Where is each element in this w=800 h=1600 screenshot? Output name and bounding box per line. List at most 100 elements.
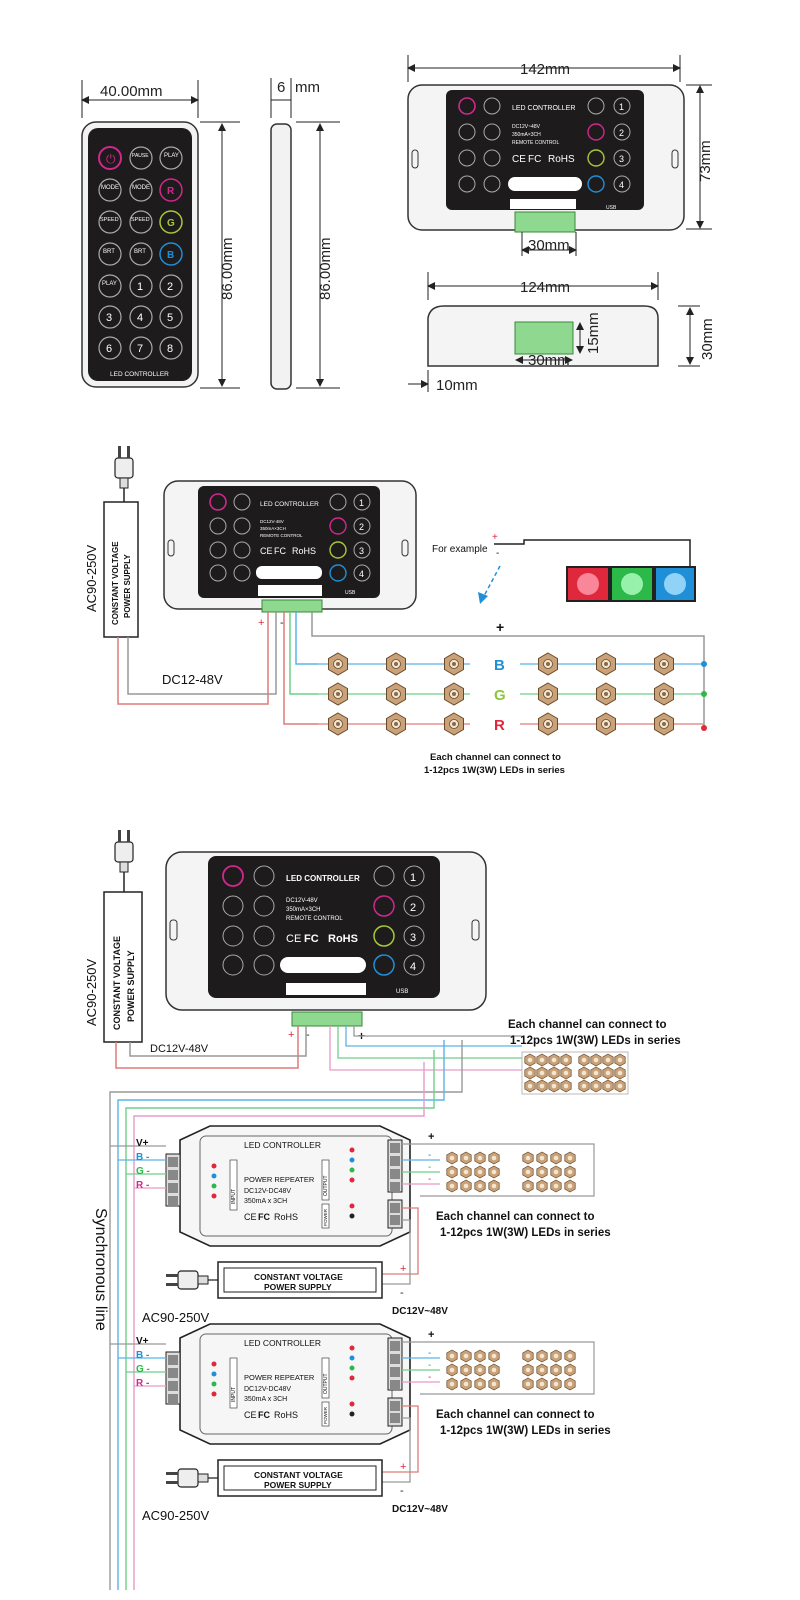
led-cluster-rep1 [446, 1151, 576, 1193]
svg-text:B -: B - [136, 1350, 149, 1361]
svg-text:30mm: 30mm [699, 318, 716, 360]
svg-text:+: + [496, 619, 504, 635]
svg-text:INPUT: INPUT [231, 1189, 237, 1204]
svg-text:G -: G - [136, 1364, 150, 1375]
svg-text:FC: FC [528, 154, 541, 165]
svg-text:+: + [428, 1329, 434, 1341]
svg-text:8: 8 [167, 343, 173, 355]
svg-text:V+: V+ [136, 1336, 149, 1347]
svg-text:LED CONTROLLER: LED CONTROLLER [286, 874, 360, 883]
svg-text:R -: R - [136, 1378, 149, 1389]
svg-text:POWER REPEATER: POWER REPEATER [244, 1373, 315, 1382]
wiring-example-1: CONSTANT VOLTAGE POWER SUPPLY AC90-250V … [84, 445, 707, 776]
svg-text:2: 2 [410, 902, 416, 914]
svg-text:3: 3 [410, 932, 416, 944]
svg-text:1-12pcs 1W(3W) LEDs in series: 1-12pcs 1W(3W) LEDs in series [440, 1227, 611, 1239]
svg-text:1: 1 [410, 872, 416, 884]
controller-top-view: 142mm LED CONTROLLER 1 DC12V~48V 350mA×3… [407, 55, 714, 256]
svg-text:RoHS: RoHS [292, 546, 316, 556]
svg-text:-: - [428, 1372, 431, 1383]
svg-text:POWER SUPPLY: POWER SUPPLY [123, 554, 132, 618]
svg-text:350mA×3CH: 350mA×3CH [286, 907, 321, 913]
remote-buttons: ⏻ PAUSE PLAY MODE MODE R SPEED SPEED G B… [98, 146, 183, 360]
svg-text:FC: FC [258, 1410, 270, 1420]
svg-text:POWER SUPPLY: POWER SUPPLY [264, 1480, 332, 1490]
svg-text:4: 4 [137, 312, 143, 324]
svg-text:USB: USB [396, 989, 408, 995]
svg-text:POWER: POWER [323, 1406, 328, 1424]
svg-text:CE: CE [244, 1212, 257, 1222]
svg-text:FC: FC [304, 933, 319, 945]
remote-pause: PAUSE [132, 153, 149, 159]
svg-text:1-12pcs 1W(3W) LEDs in series: 1-12pcs 1W(3W) LEDs in series [510, 1035, 681, 1047]
svg-text:-: - [428, 1174, 431, 1185]
svg-text:CE: CE [286, 933, 301, 945]
svg-text:POWER: POWER [323, 1208, 328, 1226]
svg-text:DC12V-48V: DC12V-48V [260, 519, 284, 524]
svg-text:4: 4 [619, 180, 624, 190]
svg-text:6: 6 [106, 343, 112, 355]
thickness-value: 6 [277, 79, 285, 96]
svg-text:INPUT: INPUT [231, 1387, 237, 1402]
remote-r: R [167, 186, 175, 197]
remote-brt-plus: BRT [103, 249, 115, 255]
svg-text:-: - [400, 1287, 404, 1299]
ctl1-title: LED CONTROLLER [512, 105, 575, 112]
remote-brt-minus: BRT [134, 249, 146, 255]
svg-text:POWER SUPPLY: POWER SUPPLY [264, 1282, 332, 1292]
controller-side-view: 124mm 15mm 30mm 30mm 10mm [408, 272, 716, 394]
svg-text:CONSTANT VOLTAGE: CONSTANT VOLTAGE [254, 1470, 343, 1480]
remote-b: B [167, 250, 174, 261]
svg-text:POWER REPEATER: POWER REPEATER [244, 1175, 315, 1184]
svg-text:CONSTANT VOLTAGE: CONSTANT VOLTAGE [254, 1272, 343, 1282]
svg-text:RoHS: RoHS [274, 1212, 298, 1222]
remote-speed-plus: SPEED [100, 217, 119, 223]
controller-height-label: 73mm [697, 140, 714, 182]
svg-text:Each channel can connect to: Each channel can connect to [436, 1409, 594, 1421]
svg-text:15mm: 15mm [585, 312, 602, 354]
svg-text:USB: USB [606, 205, 617, 211]
svg-text:-: - [280, 617, 284, 629]
svg-text:2: 2 [167, 281, 173, 293]
svg-text:3: 3 [106, 312, 112, 324]
svg-text:CE: CE [260, 546, 273, 556]
remote-height-label: 86.00mm [219, 237, 236, 300]
svg-text:+: + [492, 532, 498, 543]
remote-width-label: 40.00mm [100, 83, 163, 100]
repeater1-dc: DC12V~48V [392, 1306, 448, 1317]
svg-text:350mA x 3CH: 350mA x 3CH [244, 1198, 287, 1205]
svg-text:LED CONTROLLER: LED CONTROLLER [244, 1140, 321, 1150]
svg-text:4: 4 [359, 569, 364, 579]
dc-label-1: DC12-48V [162, 672, 223, 687]
svg-text:2: 2 [359, 522, 364, 532]
svg-text:RoHS: RoHS [274, 1410, 298, 1420]
svg-text:-: - [428, 1162, 431, 1173]
svg-text:-: - [428, 1360, 431, 1371]
svg-text:FC: FC [274, 546, 286, 556]
terminal-width-label: 30mm [528, 237, 570, 254]
svg-text:DC12V~48V: DC12V~48V [512, 124, 541, 130]
svg-text:1: 1 [137, 281, 143, 293]
svg-text:5: 5 [167, 312, 173, 324]
svg-text:350mA x 3CH: 350mA x 3CH [244, 1396, 287, 1403]
svg-text:CONSTANT VOLTAGE: CONSTANT VOLTAGE [112, 936, 122, 1030]
svg-text:DC12V-48V: DC12V-48V [286, 898, 318, 904]
led-row-b: B [318, 652, 704, 676]
svg-text:1-12pcs 1W(3W) LEDs in series: 1-12pcs 1W(3W) LEDs in series [440, 1425, 611, 1437]
svg-text:FC: FC [258, 1212, 270, 1222]
power-repeater-1: LED CONTROLLER POWER REPEATER DC12V-DC48… [110, 1125, 611, 1325]
svg-text:Each channel can connect to: Each channel can connect to [508, 1019, 666, 1031]
svg-text:R: R [494, 717, 505, 734]
svg-text:-: - [428, 1150, 431, 1161]
svg-text:1: 1 [359, 498, 364, 508]
svg-text:DC12V-DC48V: DC12V-DC48V [244, 1188, 291, 1195]
led-cluster-rep2 [446, 1349, 576, 1391]
svg-text:2: 2 [619, 128, 624, 138]
remote-mode-plus: MODE [101, 185, 119, 191]
svg-text:7: 7 [137, 343, 143, 355]
svg-text:1-12pcs 1W(3W) LEDs in series: 1-12pcs 1W(3W) LEDs in series [424, 765, 565, 776]
svg-text:350mA×3CH: 350mA×3CH [260, 526, 286, 531]
svg-text:G: G [494, 687, 506, 704]
svg-text:+: + [258, 617, 264, 629]
svg-text:CE: CE [512, 154, 526, 165]
